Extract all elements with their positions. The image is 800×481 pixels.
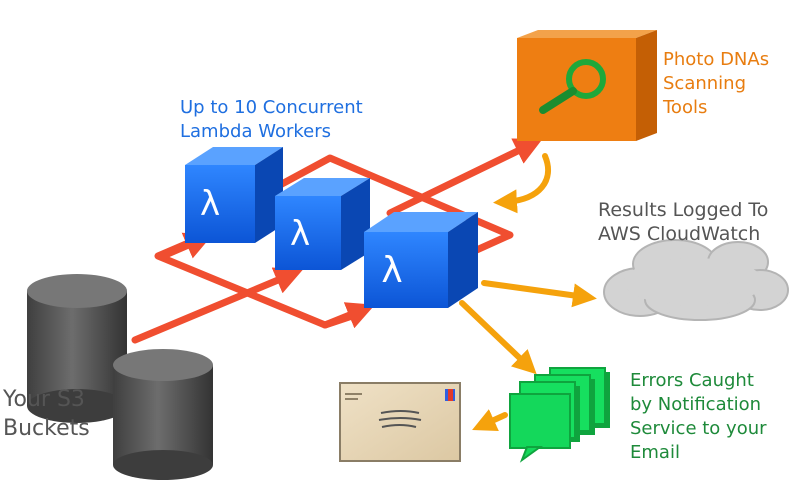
s3-label-line: Buckets bbox=[3, 416, 90, 441]
errors-label-line: Email bbox=[630, 442, 680, 463]
lambda-worker-2: λ bbox=[275, 178, 370, 270]
email-envelope-icon bbox=[339, 382, 461, 462]
cloud-icon bbox=[603, 239, 789, 321]
photo-dna-label-line: Tools bbox=[663, 97, 708, 118]
s3-bucket-1 bbox=[27, 274, 127, 423]
photo-dna-label-line: Scanning bbox=[663, 73, 747, 94]
flow-arrow-scanner-return bbox=[493, 153, 552, 214]
photo-dna-label: Photo DNAs Scanning Tools bbox=[663, 48, 769, 120]
flow-arrow-from-s3 bbox=[131, 267, 303, 344]
errors-label-line: by Notification bbox=[630, 394, 762, 415]
errors-notification-label: Errors Caught by Notification Service to… bbox=[630, 369, 767, 465]
flow-arrow-to-scanner bbox=[386, 138, 543, 217]
lambda-workers-label-line: Lambda Workers bbox=[180, 121, 331, 142]
lambda-icon: λ bbox=[290, 214, 310, 254]
flow-arrow-to-cloudwatch bbox=[481, 280, 597, 308]
cloudwatch-label-line: AWS CloudWatch bbox=[598, 223, 761, 245]
speech-bubble-icon bbox=[509, 393, 571, 463]
magnifier-icon bbox=[539, 59, 606, 114]
red-flow-lines bbox=[131, 138, 543, 344]
photo-dna-label-line: Photo DNAs bbox=[663, 49, 770, 70]
flow-arrow-to-lambda-3 bbox=[321, 302, 375, 329]
errors-label-line: Service to your bbox=[630, 418, 767, 439]
photo-dna-scanner bbox=[517, 30, 657, 141]
cloudwatch-label: Results Logged To AWS CloudWatch bbox=[598, 198, 768, 246]
flow-arrow-to-notifications bbox=[459, 300, 537, 375]
lambda-workers-label: Up to 10 Concurrent Lambda Workers bbox=[180, 96, 363, 144]
errors-label-line: Errors Caught bbox=[630, 370, 754, 391]
lambda-icon: λ bbox=[200, 184, 220, 224]
lambda-icon: λ bbox=[381, 250, 402, 291]
s3-label-line: Your S3 bbox=[3, 387, 85, 412]
notification-bubbles bbox=[509, 367, 610, 463]
s3-bucket-2 bbox=[113, 349, 213, 480]
lambda-worker-1: λ bbox=[185, 147, 283, 243]
flow-arrow-to-email bbox=[472, 409, 508, 431]
lambda-worker-3: λ bbox=[364, 212, 478, 308]
cloudwatch-label-line: Results Logged To bbox=[598, 199, 769, 221]
lambda-workers-label-line: Up to 10 Concurrent bbox=[180, 97, 363, 118]
s3-buckets-label: Your S3 Buckets bbox=[3, 385, 90, 443]
